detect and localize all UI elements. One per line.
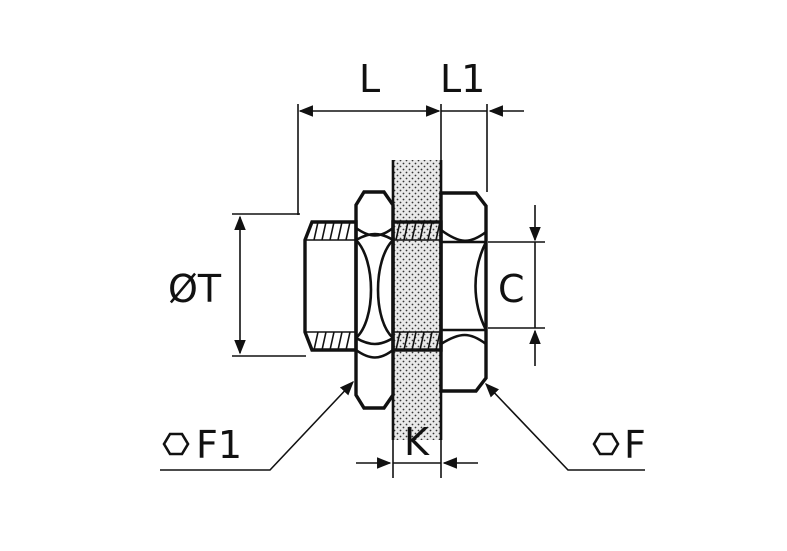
label-l: L — [359, 57, 380, 101]
panel-wall — [391, 160, 443, 440]
dimension-diameter-t: ØT — [168, 215, 246, 355]
dimension-l: L — [298, 57, 441, 117]
hex-icon — [592, 432, 620, 456]
label-f: F — [624, 423, 646, 467]
dimension-k: K — [356, 420, 478, 469]
threaded-end — [303, 220, 358, 352]
leader-f1: F1 — [160, 380, 354, 471]
lock-nut-f1 — [354, 190, 395, 410]
label-diameter-t: ØT — [168, 267, 222, 311]
leader-f: F — [485, 382, 646, 471]
label-c: C — [498, 267, 525, 311]
label-f1: F1 — [196, 423, 242, 467]
label-k: K — [404, 420, 430, 464]
dimension-c: C — [498, 205, 541, 366]
hex-nut-f — [439, 191, 488, 393]
label-l1: L1 — [440, 57, 485, 101]
dimension-l1: L1 — [440, 57, 524, 117]
hex-icon — [162, 432, 190, 456]
thread-lines — [305, 221, 356, 351]
